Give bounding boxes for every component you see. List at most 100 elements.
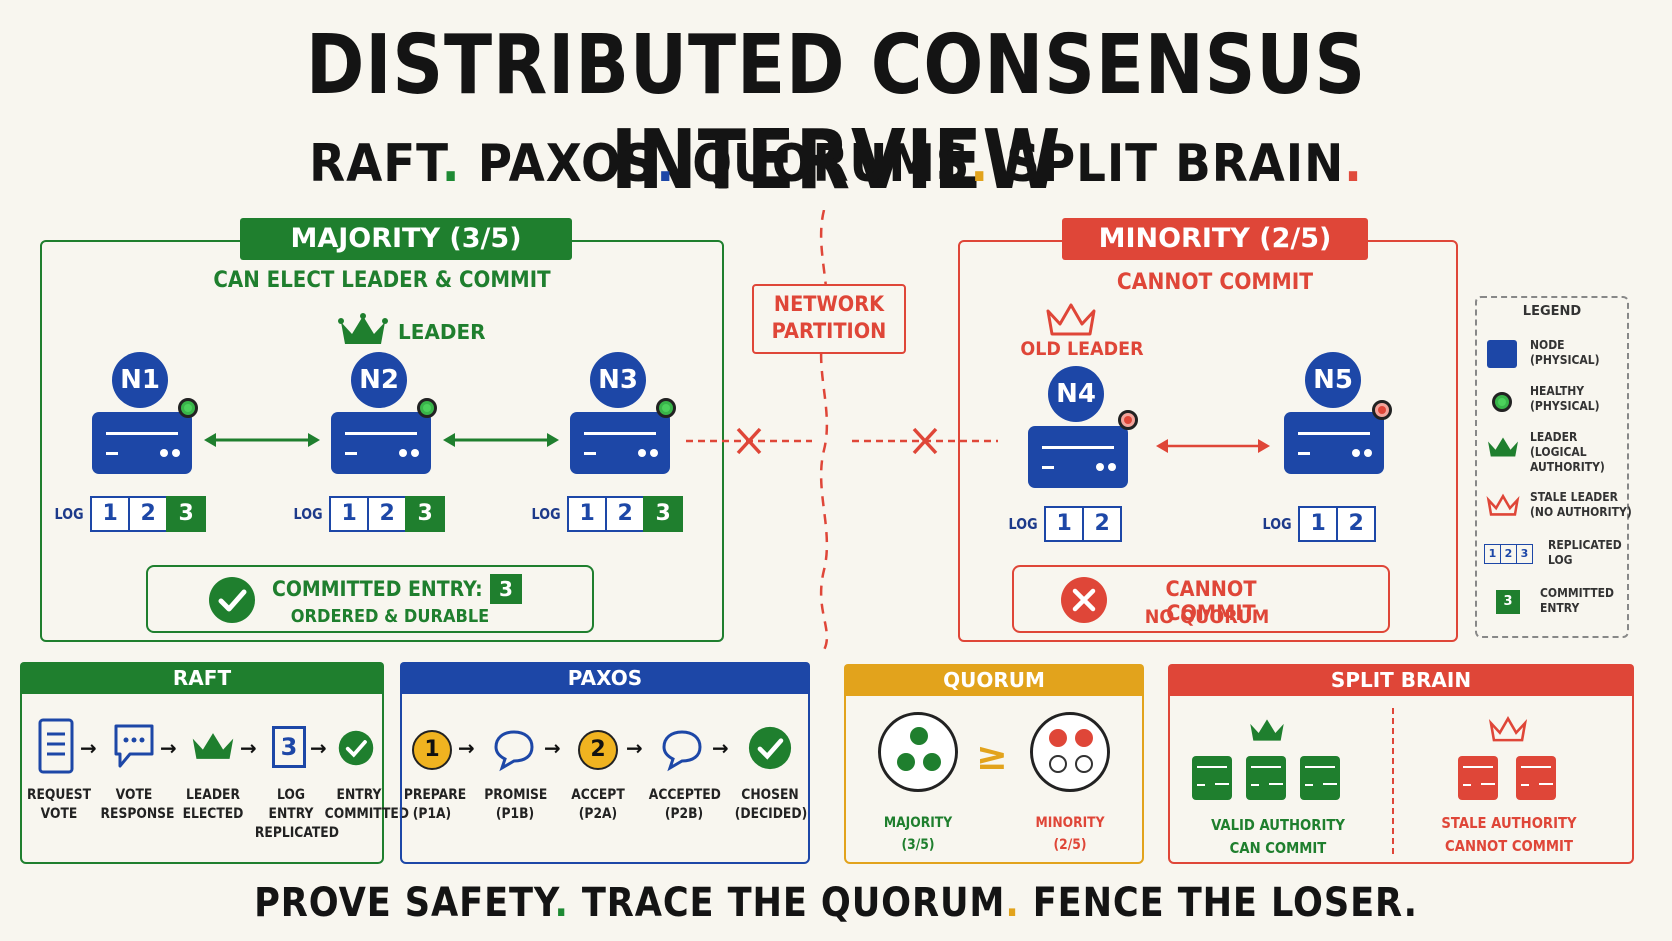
committed-entry-box: [146, 565, 594, 633]
log-label: LOG: [1262, 515, 1292, 533]
log-entry-committed: 3: [166, 496, 207, 532]
arrow-right-icon: →: [712, 736, 729, 760]
footer-tagline: PROVE SAFETY. TRACE THE QUORUM. FENCE TH…: [254, 880, 1418, 926]
legend-box: [1475, 296, 1629, 638]
stale-leader-crown-icon: [1486, 493, 1520, 516]
split-brain-title: SPLIT BRAIN: [1168, 664, 1634, 696]
page-title: DISTRIBUTED CONSENSUS INTERVIEW: [305, 18, 1367, 208]
unhealthy-status-icon: [1118, 410, 1138, 430]
subtitle-raft: RAFT: [309, 134, 442, 194]
raft-title: RAFT: [20, 662, 384, 694]
log-label: LOG: [54, 505, 84, 523]
quorum-geq-symbol: ≥: [976, 734, 1008, 778]
arrow-right-icon: →: [240, 736, 257, 760]
server-icon[interactable]: [1284, 412, 1384, 474]
cannot-commit-box: [1012, 565, 1390, 633]
majority-quorum-icon: [878, 712, 958, 792]
majority-subtitle: CAN ELECT LEADER & COMMIT: [213, 268, 551, 293]
replication-arrow-icon: [443, 433, 559, 447]
node-icon: [1487, 340, 1517, 368]
log-entry-committed: 3: [643, 496, 684, 532]
leader-crown-icon: [338, 313, 388, 344]
log-entry: 2: [1082, 506, 1123, 542]
node-badge-n3: N3: [590, 352, 646, 408]
log-entry: 1: [1298, 506, 1339, 542]
arrow-right-icon: →: [626, 736, 643, 760]
replication-arrow-icon: [1156, 439, 1270, 453]
log-entry: 1: [1044, 506, 1085, 542]
committed-entry-sub: ORDERED & DURABLE: [290, 606, 490, 627]
paxos-title: PAXOS: [400, 662, 810, 694]
broken-link-icon: [852, 427, 998, 455]
server-icon: [1516, 756, 1556, 800]
committed-entry-title: COMMITTED ENTRY:: [272, 577, 483, 601]
leader-crown-icon: [1488, 437, 1518, 457]
server-icon[interactable]: [570, 412, 670, 474]
cannot-commit-sub: NO QUORUM: [1144, 606, 1270, 628]
log-entry: 2: [605, 496, 646, 532]
log-entry: 2: [367, 496, 408, 532]
broken-link-icon: [686, 427, 812, 455]
speech-bubble-icon: [662, 730, 702, 772]
chat-bubble-icon: [114, 724, 154, 768]
speech-bubble-icon: [494, 730, 534, 772]
log-label: LOG: [293, 505, 323, 523]
node-log: LOG 1 2: [1006, 506, 1123, 542]
check-circle-icon: [338, 730, 374, 766]
node-log: LOG 1 2 3: [291, 496, 446, 532]
log-label: LOG: [1008, 515, 1038, 533]
legend-log-icon: 1 2 3: [1484, 544, 1533, 564]
network-partition-box: [752, 284, 906, 354]
legend-stale-leader: STALE LEADER(NO AUTHORITY): [1530, 490, 1632, 519]
log-entry: 2: [128, 496, 169, 532]
stale-leader-crown-icon: [1046, 303, 1096, 336]
log-entry: 1: [90, 496, 131, 532]
healthy-status-icon: [656, 398, 676, 418]
arrow-right-icon: →: [458, 736, 475, 760]
minority-title: MINORITY (2/5): [1062, 218, 1368, 260]
log-entry: 1: [567, 496, 608, 532]
arrow-right-icon: →: [544, 736, 561, 760]
server-icon: [1246, 756, 1286, 800]
paxos-step-5: CHOSEN(DECIDED): [734, 787, 808, 822]
server-icon: [1192, 756, 1232, 800]
log-entry: 2: [1336, 506, 1377, 542]
partition-line1: NETWORK: [773, 292, 885, 316]
quorum-title: QUORUM: [844, 664, 1144, 696]
minority-subtitle: CANNOT COMMIT: [1116, 270, 1314, 295]
arrow-right-icon: →: [80, 736, 97, 760]
log-entry: 1: [329, 496, 370, 532]
check-circle-icon: [748, 726, 792, 770]
arrow-right-icon: →: [160, 736, 177, 760]
partition-line: [819, 210, 829, 650]
error-circle-icon: [1061, 577, 1107, 623]
majority-title: MAJORITY (3/5): [240, 218, 572, 260]
server-icon: [1300, 756, 1340, 800]
healthy-status-icon: [178, 398, 198, 418]
server-icon: [1458, 756, 1498, 800]
legend-node: NODE(PHYSICAL): [1530, 338, 1600, 367]
server-icon[interactable]: [331, 412, 431, 474]
node-log: LOG 1 2 3: [529, 496, 684, 532]
leader-label: LEADER: [398, 320, 486, 344]
server-icon[interactable]: [92, 412, 192, 474]
paxos-step-3: ACCEPT(P2A): [571, 787, 625, 822]
node-badge-n5: N5: [1305, 352, 1361, 408]
healthy-status-icon: [1492, 392, 1512, 412]
log-label: LOG: [531, 505, 561, 523]
node-log: LOG 1 2: [1260, 506, 1377, 542]
paxos-step-1: PREPARE(P1A): [403, 787, 467, 822]
phase-1-icon: 1: [412, 730, 452, 770]
cannot-commit-title: CANNOT COMMIT: [1165, 577, 1257, 625]
leader-crown-icon: [192, 733, 234, 759]
server-icon[interactable]: [1028, 426, 1128, 488]
node-log: LOG 1 2 3: [52, 496, 207, 532]
leader-crown-icon: [1250, 719, 1284, 741]
check-circle-icon: [209, 577, 255, 623]
